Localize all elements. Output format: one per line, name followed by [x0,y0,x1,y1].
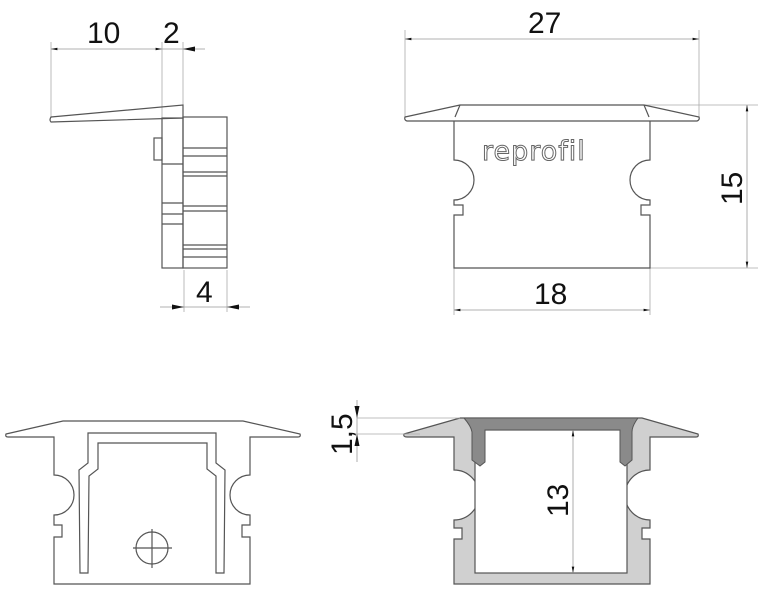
dim-inner-height: 13 [542,484,575,517]
section-view-left [5,420,301,585]
dim-overall-width: 27 [528,7,561,40]
dim-flange-length: 10 [87,17,120,50]
dim-flange-thickness: 2 [163,17,180,50]
dim-body-depth: 4 [196,276,213,309]
dim-flange-thickness-section: 1,5 [326,413,359,455]
front-view: 27 15 18 reprofil [404,7,758,315]
section-view-right: 1,5 13 [326,400,699,585]
dim-body-width: 18 [534,278,567,311]
side-view: 10 2 4 [49,17,250,312]
brand-logo: reprofil [482,136,586,167]
dim-height: 15 [716,172,749,205]
